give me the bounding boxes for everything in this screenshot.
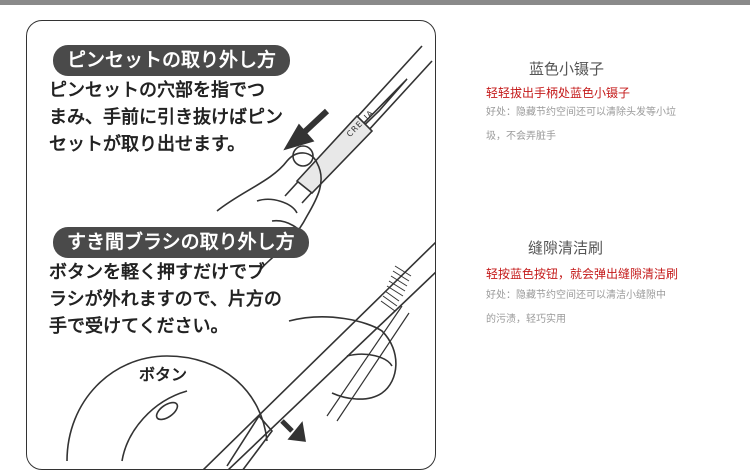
- item2-desc-line: 的污渍，轻巧实用: [486, 314, 566, 325]
- item2-title: 缝隙清洁刷: [528, 239, 604, 257]
- section1-line: まみ、手前に引き抜けばピン: [49, 107, 283, 128]
- section1-line: セットが取り出せます。: [49, 134, 246, 155]
- section2-line: ボタンを軽く押すだけでブ: [49, 262, 265, 283]
- item2-desc-line: 好处：隐藏节约空间还可以清洁小缝隙中: [486, 290, 666, 301]
- section2-line: ラシが外れますので、片方の: [49, 289, 282, 310]
- instruction-illustration: [66, 45, 435, 469]
- top-divider-bar: [0, 0, 750, 5]
- section2-line: 手で受けてください。: [49, 316, 229, 337]
- item1-desc-line: 好处：隐藏节约空间还可以清除头发等小垃: [486, 107, 676, 118]
- section1-text: ピンセットの穴部を指でつ まみ、手前に引き抜けばピン セットが取り出せます。: [49, 77, 283, 158]
- instruction-card: ピンセットの取り外し方 ピンセットの穴部を指でつ まみ、手前に引き抜けばピン セ…: [26, 20, 436, 470]
- section2-heading: すき間ブラシの取り外し方: [53, 227, 309, 258]
- item1-desc-line: 圾，不会弄脏手: [486, 131, 556, 142]
- section1-line: ピンセットの穴部を指でつ: [49, 80, 265, 101]
- item1-title: 蓝色小镊子: [529, 60, 605, 78]
- item2-description: 好处：隐藏节约空间还可以清洁小缝隙中 的污渍，轻巧实用: [486, 284, 666, 332]
- item2-highlight: 轻按蓝色按钮，就会弹出缝隙清洁刷: [486, 267, 679, 281]
- button-callout-label: ボタン: [139, 365, 188, 384]
- section1-heading: ピンセットの取り外し方: [53, 45, 291, 76]
- section2-text: ボタンを軽く押すだけでブ ラシが外れますので、片方の 手で受けてください。: [49, 259, 282, 340]
- item1-description: 好处：隐藏节约空间还可以清除头发等小垃 圾，不会弄脏手: [486, 101, 676, 149]
- item1-highlight: 轻轻拔出手柄处蓝色小镊子: [486, 86, 631, 100]
